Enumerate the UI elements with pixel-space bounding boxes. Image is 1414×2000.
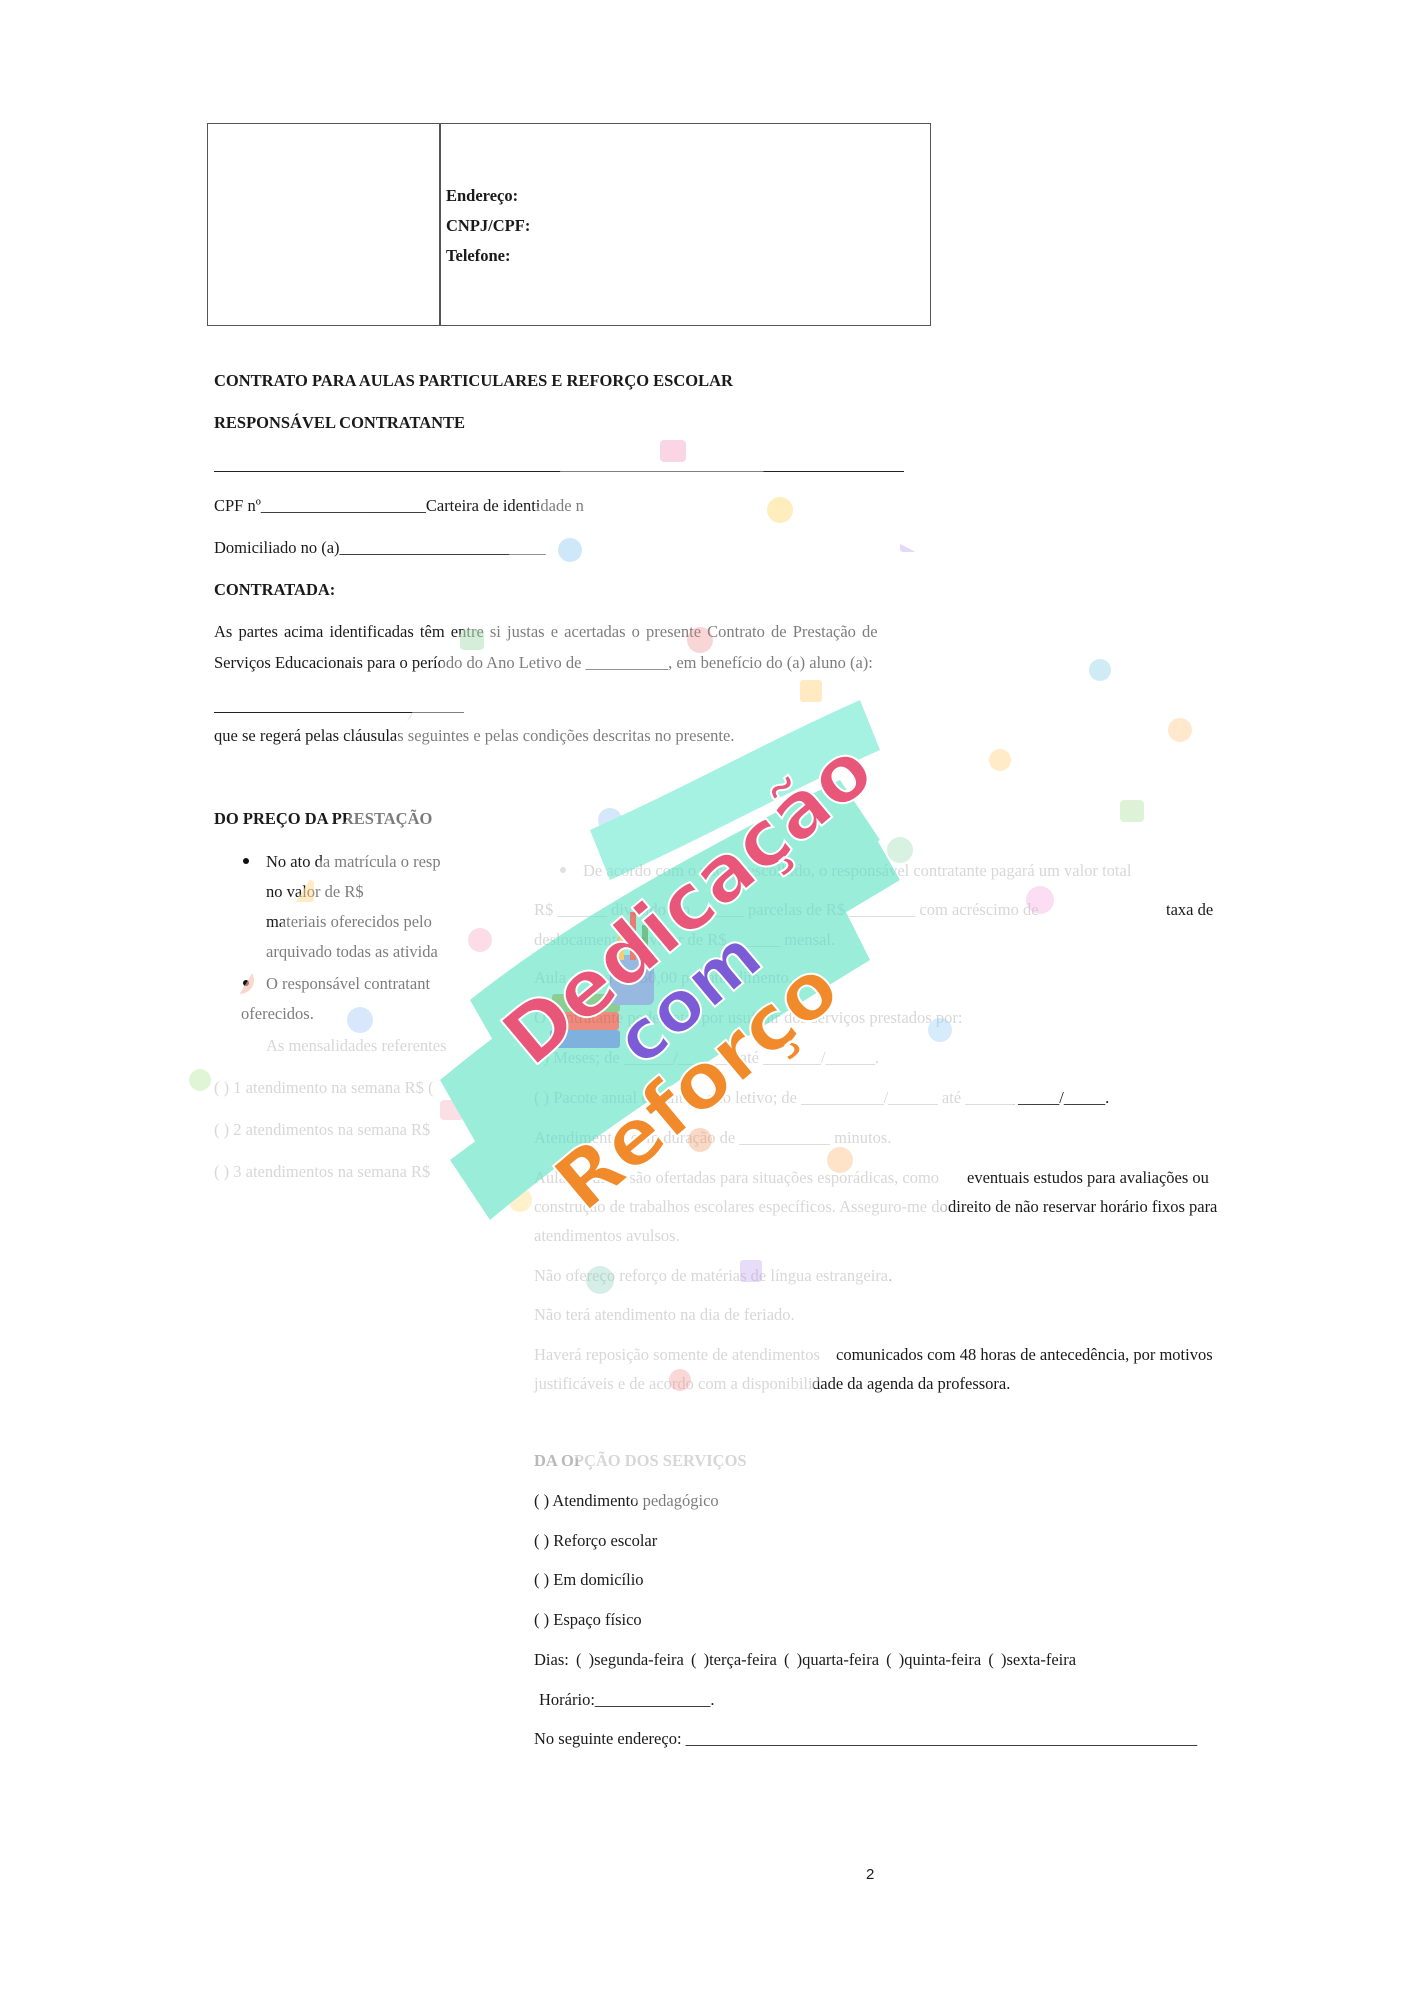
right-line-9a: Aulas avulsas são ofertadas para situaçõ… (534, 1168, 940, 1187)
right-line-4: Aula avulsa R$ 50,00 por atendimento. (534, 968, 793, 987)
cpf-prefix: CPF nº (214, 496, 261, 515)
right-line-1: De acordo com o pacote escolhido, o resp… (583, 861, 1132, 880)
right-line-3: deslocamento no valor de R$ ______ mensa… (534, 930, 836, 949)
right-line-14a: Haverá reposição somente de atendimentos (534, 1345, 820, 1364)
bullet-dot (560, 867, 566, 873)
pencil-cup-icon (610, 912, 654, 1005)
service-address-line: No seguinte endereço: __________________… (534, 1729, 1198, 1748)
right-line-13: Não terá atendimento na dia de feriado. (534, 1305, 795, 1324)
right-line-7: ( ) Pacote anual durante o ano letivo; d… (534, 1088, 1015, 1107)
contratada-heading: CONTRATADA: (214, 580, 336, 599)
header-divider (439, 124, 441, 325)
days-line: Dias: ( )segunda-feira ( )terça-feira ( … (534, 1650, 1077, 1669)
right-line-2b: taxa de (1166, 900, 1214, 919)
right-line-8: Atendimentos com duração de ___________ … (534, 1128, 892, 1147)
monthly-intro: As mensalidades referentes (266, 1036, 447, 1055)
services-heading: DA OPÇÃO DOS SERVIÇOS (534, 1451, 747, 1470)
address-label: Endereço: (446, 186, 519, 205)
domicile-label: Domiciliado no (a) (214, 538, 340, 557)
price-b1-l2: no valor de R$ (266, 882, 364, 901)
domicile-row: Domiciliado no (a)______________________… (214, 538, 546, 558)
header-box (207, 123, 931, 326)
bullet-dot (243, 858, 249, 864)
cpf-blank: ____________________ (260, 496, 426, 515)
phone-label: Telefone: (446, 246, 511, 265)
right-line-9b: eventuais estudos para avaliações ou (967, 1168, 1209, 1187)
contract-title: CONTRATO PARA AULAS PARTICULARES E REFOR… (214, 371, 733, 390)
page-number: 2 (866, 1866, 875, 1883)
cpf-row: CPF nº____________________Carteira de id… (214, 496, 584, 516)
time-line: Horário:______________. (539, 1690, 715, 1709)
price-b1-l3: materiais oferecidos pelo (266, 912, 432, 931)
service-option-2: ( ) Reforço escolar (534, 1531, 658, 1550)
right-line-10a: construção de trabalhos escolares especí… (534, 1197, 948, 1216)
right-line-6: ( ) Meses; de ______/_______ até _______… (534, 1048, 880, 1067)
service-option-3: ( ) Em domicílio (534, 1570, 644, 1589)
price-heading: DO PREÇO DA PRESTAÇÃO (214, 809, 433, 828)
monthly-option-1: ( ) 1 atendimento na semana R$ ( (214, 1078, 434, 1097)
price-b1-l1: No ato da matrícula o resp (266, 852, 441, 871)
domicile-blank: _________________________ (339, 538, 546, 557)
bullet-dot (243, 980, 249, 986)
monthly-option-3: ( ) 3 atendimentos na semana R$ (214, 1162, 431, 1181)
price-b2-l2: oferecidos. (241, 1004, 314, 1023)
contratante-heading: RESPONSÁVEL CONTRATANTE (214, 413, 466, 432)
contratante-name-line (214, 471, 904, 472)
right-line-7b: _____/_____. (1018, 1088, 1110, 1107)
right-line-10b: direito de não reservar horário fixos pa… (948, 1197, 1218, 1216)
right-line-2a: R$ ______ dividido em ______ parcelas de… (534, 900, 1039, 919)
rules-line: que se regerá pelas cláusulas seguintes … (214, 726, 735, 745)
student-name-line (214, 712, 464, 713)
price-b2-l1: O responsável contratant (266, 974, 431, 993)
intro-line-1: As partes acima identificadas têm entre … (214, 622, 878, 641)
monthly-option-2: ( ) 2 atendimentos na semana R$ (214, 1120, 431, 1139)
right-line-15a: justificáveis e de acordo com a disponib… (534, 1374, 813, 1393)
right-line-15b: dade da agenda da professora. (812, 1374, 1011, 1393)
price-b1-l4: arquivado todas as ativida (266, 942, 438, 961)
right-line-11: atendimentos avulsos. (534, 1226, 680, 1245)
cnpj-label: CNPJ/CPF: (446, 216, 531, 235)
right-line-12: Não ofereço reforço de matérias de língu… (534, 1266, 893, 1285)
service-option-4: ( ) Espaço físico (534, 1610, 642, 1629)
intro-line-2: Serviços Educacionais para o período do … (214, 653, 873, 672)
identity-label: Carteira de identidade n (425, 496, 584, 515)
right-line-14b: comunicados com 48 horas de antecedência… (836, 1345, 1213, 1364)
service-option-1: ( ) Atendimento pedagógico (534, 1491, 719, 1510)
right-line-5: O contratante pode optar por usufruir do… (534, 1008, 963, 1027)
